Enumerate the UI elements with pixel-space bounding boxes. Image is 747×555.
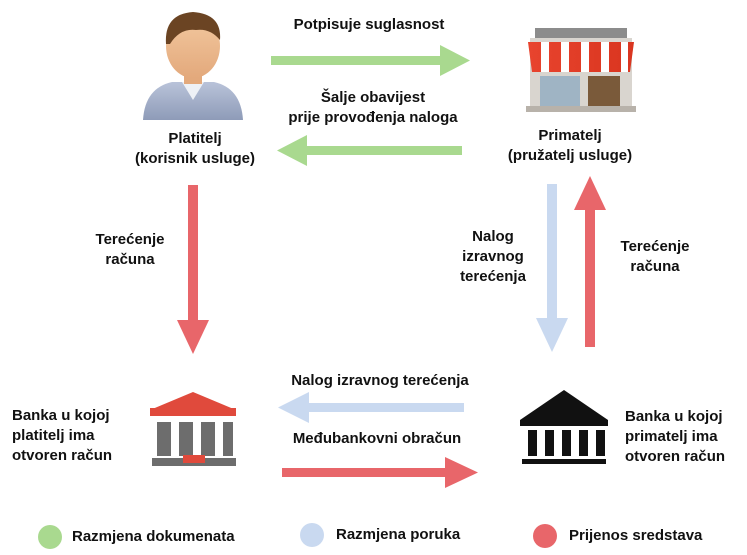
- payer-bank-line3: otvoren račun: [12, 447, 113, 464]
- debit-right-label: Terećenje računa: [605, 237, 705, 277]
- legend-label-documents: Razmjena dokumenata: [72, 528, 235, 545]
- arrow-order-vertical: [536, 184, 568, 352]
- sends-notice-line2: prije provođenja naloga: [288, 109, 458, 126]
- bank-icon-black: [520, 390, 608, 464]
- sends-notice-label: Šalje obavijest prije provođenja naloga: [268, 88, 478, 128]
- order-vertical-line1: Nalog: [472, 228, 514, 245]
- debit-left-label: Terećenje računa: [80, 230, 180, 270]
- payer-label: Platitelj (korisnik usluge): [120, 129, 270, 169]
- payee-label: Primatelj (pružatelj usluge): [495, 126, 645, 166]
- payee-bank-line3: otvoren račun: [625, 448, 726, 465]
- payer-bank-label: Banka u kojoj platitelj ima otvoren raču…: [12, 406, 112, 466]
- payer-label-line1: Platitelj: [168, 130, 222, 147]
- order-vertical-label: Nalog izravnog terećenja: [445, 227, 541, 287]
- arrow-debit-payer: [177, 185, 209, 354]
- debit-right-line2: računa: [630, 258, 680, 275]
- sends-notice-line1: Šalje obavijest: [320, 89, 426, 106]
- arrow-debit-payee: [574, 176, 606, 347]
- payer-bank-line2: platitelj ima: [12, 427, 95, 444]
- payee-bank-label: Banka u kojoj primatelj ima otvoren raču…: [625, 407, 725, 467]
- legend-dot-messages: [300, 523, 324, 547]
- arrow-interbank: [282, 457, 478, 488]
- arrow-order-horizontal: [278, 392, 464, 423]
- order-vertical-line2: izravnog: [462, 248, 524, 265]
- signs-consent-label: Potpisuje suglasnost: [293, 16, 445, 33]
- storefront-icon: [526, 28, 636, 112]
- person-icon: [143, 12, 243, 120]
- arrow-sends-notice: [277, 135, 462, 166]
- payee-bank-line2: primatelj ima: [625, 428, 718, 445]
- payer-label-line2: (korisnik usluge): [134, 150, 256, 167]
- order-vertical-line3: terećenja: [460, 268, 526, 285]
- debit-left-line1: Terećenje: [95, 231, 165, 248]
- legend-label-funds: Prijenos sredstava: [569, 527, 703, 544]
- debit-left-line2: računa: [105, 251, 155, 268]
- legend-dot-documents: [38, 525, 62, 549]
- debit-right-line1: Terećenje: [620, 238, 690, 255]
- order-horizontal-label: Nalog izravnog terećenja: [291, 372, 469, 389]
- legend-label-messages: Razmjena poruka: [336, 526, 461, 543]
- payee-label-line2: (pružatelj usluge): [507, 147, 633, 164]
- legend-dot-funds: [533, 524, 557, 548]
- bank-icon-red: [150, 392, 236, 466]
- interbank-label: Međubankovni obračun: [292, 430, 462, 447]
- payee-bank-line1: Banka u kojoj: [625, 408, 723, 425]
- arrow-signs-consent: [271, 45, 470, 76]
- payee-label-line1: Primatelj: [538, 127, 602, 144]
- payer-bank-line1: Banka u kojoj: [12, 407, 110, 424]
